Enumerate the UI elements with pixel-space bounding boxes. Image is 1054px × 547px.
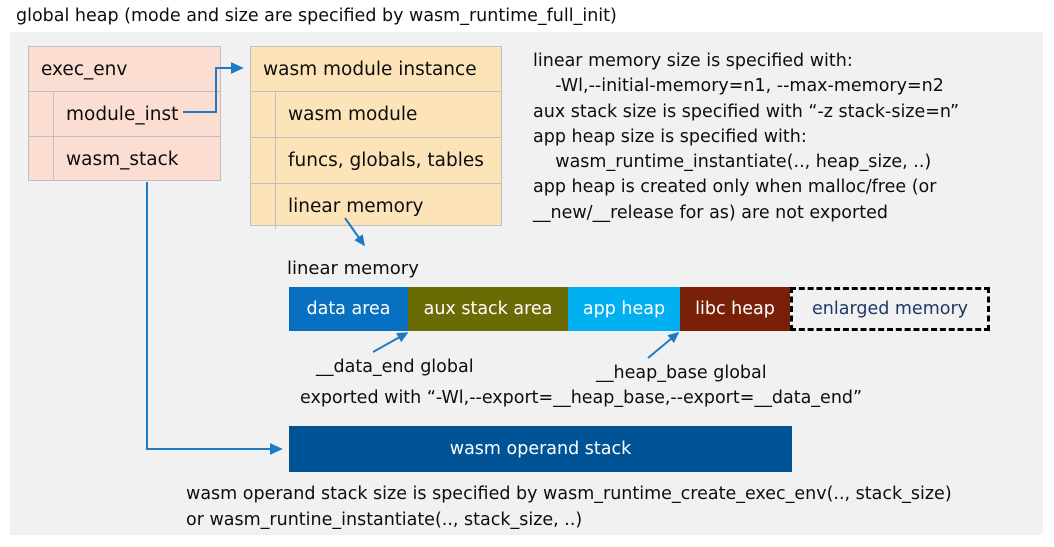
annotation-exported-with: exported with “-Wl,--export=__heap_base,… — [300, 388, 863, 408]
wmi-row-linear-memory: linear memory — [251, 184, 501, 229]
configuration-notes: linear memory size is specified with: -W… — [533, 51, 960, 223]
operand-stack-note: wasm operand stack size is specified by … — [186, 484, 952, 530]
exec-env-row-wasm-stack: wasm_stack — [29, 137, 220, 181]
wmi-gutter — [251, 184, 275, 229]
exec-env-gutter — [29, 92, 53, 136]
memory-segment-aux-stack-area: aux stack area — [408, 287, 568, 331]
page-title: global heap (mode and size are specified… — [16, 6, 617, 26]
exec-env-box: exec_env module_inst wasm_stack — [28, 46, 221, 181]
linear-memory-bar-label: linear memory — [287, 258, 419, 279]
exec-env-header: exec_env — [29, 47, 220, 92]
annotation-heap-base: __heap_base global — [596, 363, 767, 383]
exec-env-module-inst-label: module_inst — [53, 92, 220, 136]
memory-segment-enlarged-memory: enlarged memory — [790, 287, 990, 331]
exec-env-wasm-stack-label: wasm_stack — [53, 137, 220, 181]
wasm-module-instance-box: wasm module instance wasm module funcs, … — [250, 46, 502, 229]
wasm-operand-stack-label: wasm operand stack — [449, 439, 632, 459]
wmi-linear-memory-label: linear memory — [275, 184, 501, 229]
memory-segment-data-area: data area — [289, 287, 408, 331]
wmi-gutter — [251, 138, 275, 183]
exec-env-gutter — [29, 137, 53, 181]
wmi-row-wasm-module: wasm module — [251, 92, 501, 138]
wasm-operand-stack-box: wasm operand stack — [289, 426, 792, 472]
wmi-wasm-module-label: wasm module — [275, 92, 501, 137]
wasm-module-instance-header: wasm module instance — [251, 47, 501, 92]
wmi-gutter — [251, 92, 275, 137]
wmi-row-funcs-globals-tables: funcs, globals, tables — [251, 138, 501, 184]
annotation-data-end: __data_end global — [316, 357, 474, 377]
memory-segment-libc-heap: libc heap — [680, 287, 790, 331]
exec-env-row-module-inst: module_inst — [29, 92, 220, 137]
memory-segment-app-heap: app heap — [568, 287, 680, 331]
wmi-funcs-globals-tables-label: funcs, globals, tables — [275, 138, 501, 183]
